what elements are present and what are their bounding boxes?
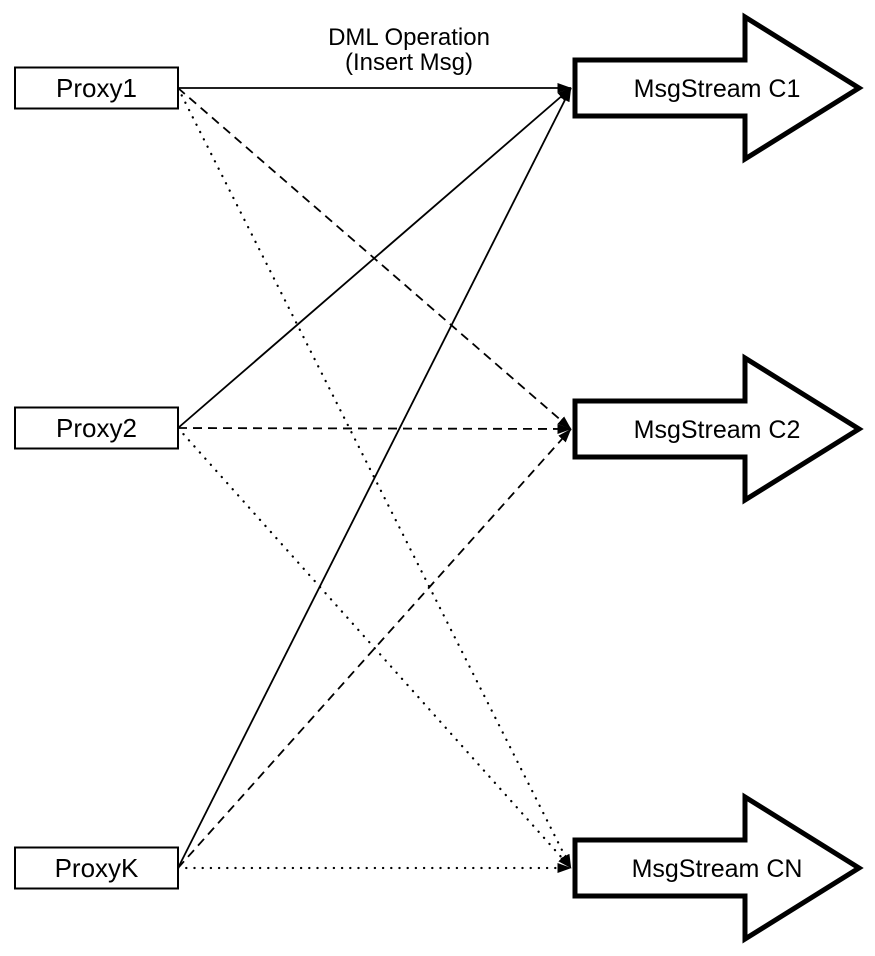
stream-label: MsgStream C1	[634, 75, 801, 103]
stream-label: MsgStream CN	[632, 855, 803, 883]
proxy-node-proxy1: Proxy1	[14, 66, 179, 110]
dml-operation-label-line2: (Insert Msg)	[345, 49, 473, 76]
proxy-box	[14, 406, 179, 450]
block-arrow-shape	[572, 792, 864, 944]
proxy-node-proxyK: ProxyK	[14, 846, 179, 890]
edges-layer	[176, 83, 573, 873]
dml-operation-label-line1: DML Operation	[328, 24, 490, 51]
block-arrow-shape	[572, 353, 864, 505]
stream-label: MsgStream C2	[634, 416, 801, 444]
edge-proxyK-c2	[177, 428, 572, 869]
edge-proxy2-c1	[177, 87, 572, 429]
proxy-label: ProxyK	[55, 853, 139, 883]
edge-proxyK-c1	[177, 87, 572, 869]
block-arrow-shape	[572, 12, 864, 164]
proxy-box	[14, 846, 179, 890]
stream-node-c1: MsgStream C1	[572, 12, 864, 164]
proxy-label: Proxy2	[56, 413, 137, 443]
stream-node-cn: MsgStream CN	[572, 792, 864, 944]
proxy-label: Proxy1	[56, 73, 137, 103]
stream-node-c2: MsgStream C2	[572, 353, 864, 505]
proxy-node-proxy2: Proxy2	[14, 406, 179, 450]
edge-proxy2-cn	[176, 426, 573, 870]
proxy-box	[14, 66, 179, 110]
edge-proxy2-c2	[177, 423, 572, 434]
